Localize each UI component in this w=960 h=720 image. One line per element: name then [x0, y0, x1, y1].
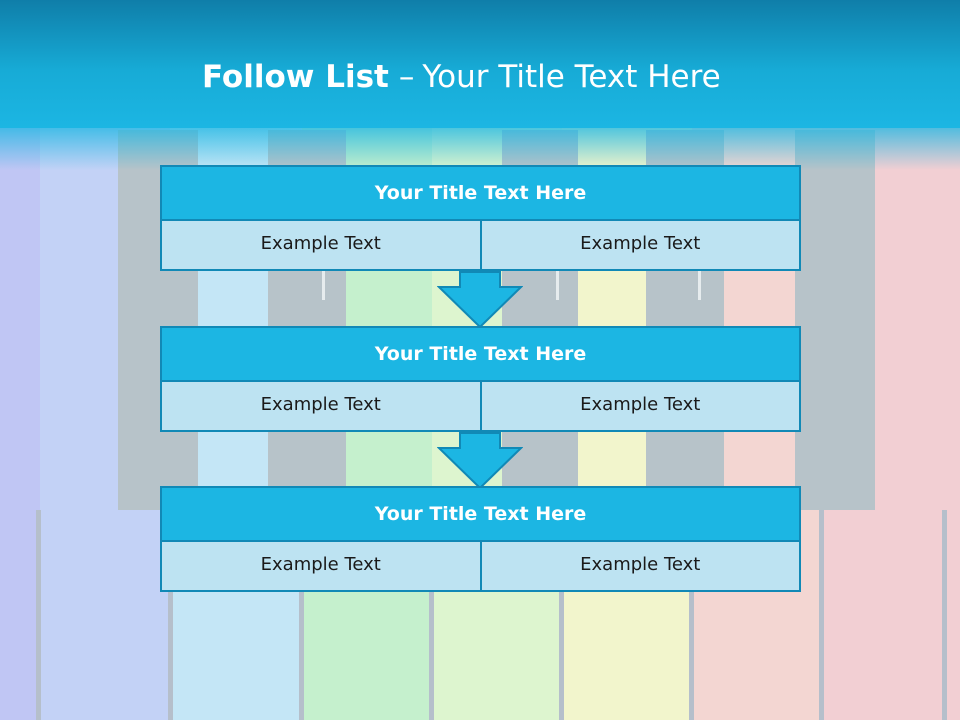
key-highlight — [698, 270, 701, 300]
down-arrow-icon — [437, 432, 523, 490]
slide-title: Follow List–Your Title Text Here — [202, 54, 721, 100]
step-left-cell: Example Text — [160, 542, 482, 592]
key-highlight — [556, 270, 559, 300]
key-groove — [429, 510, 434, 720]
step-right-cell: Example Text — [481, 382, 801, 432]
step-row: Example Text Example Text — [160, 221, 801, 271]
step-block-1: Your Title Text Here Example Text Exampl… — [160, 165, 801, 271]
step-title: Your Title Text Here — [160, 486, 801, 542]
key-highlight — [322, 270, 325, 300]
key-groove — [819, 510, 824, 720]
key-groove — [689, 510, 694, 720]
key-groove — [942, 510, 947, 720]
step-left-cell: Example Text — [160, 221, 482, 271]
step-row: Example Text Example Text — [160, 382, 801, 432]
slide-title-text: Your Title Text Here — [422, 59, 721, 95]
step-right-cell: Example Text — [481, 542, 801, 592]
slide-title-dash: – — [398, 59, 415, 95]
down-arrow-icon — [437, 271, 523, 329]
step-row: Example Text Example Text — [160, 542, 801, 592]
step-title: Your Title Text Here — [160, 326, 801, 382]
key-groove — [559, 510, 564, 720]
step-block-3: Your Title Text Here Example Text Exampl… — [160, 486, 801, 592]
black-key — [795, 130, 875, 510]
step-left-cell: Example Text — [160, 382, 482, 432]
step-right-cell: Example Text — [481, 221, 801, 271]
key-groove — [299, 510, 304, 720]
title-bar — [0, 0, 960, 128]
step-block-2: Your Title Text Here Example Text Exampl… — [160, 326, 801, 432]
title-bar-fade — [0, 128, 960, 170]
slide-title-bold: Follow List — [202, 59, 389, 95]
key-groove — [36, 510, 41, 720]
key-groove — [168, 510, 173, 720]
step-title: Your Title Text Here — [160, 165, 801, 221]
